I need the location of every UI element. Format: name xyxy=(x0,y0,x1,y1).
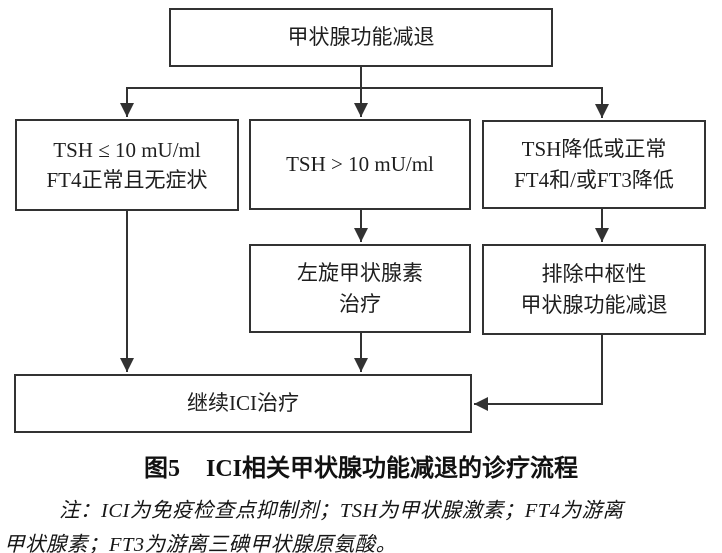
node-text-line: TSH ≤ 10 mU/ml xyxy=(53,137,201,162)
figure-notes: 注：ICI为免疫检查点抑制剂；TSH为甲状腺激素；FT4为游离 甲状腺素；FT3… xyxy=(4,494,718,553)
node-text-line: 甲状腺功能减退 xyxy=(287,25,435,50)
figure-caption-title: ICI相关甲状腺功能减退的诊疗流程 xyxy=(205,456,578,482)
node-text-line: 治疗 xyxy=(339,291,381,316)
node-text-line: 继续ICI治疗 xyxy=(187,391,299,416)
node-exclude-central-hypothyroidism: 排除中枢性 甲状腺功能减退 xyxy=(482,244,706,335)
node-tsh-le-10: TSH ≤ 10 mU/ml FT4正常且无症状 xyxy=(15,119,239,211)
node-text-line: 左旋甲状腺素 xyxy=(297,261,423,286)
figure-caption: 图5 ICI相关甲状腺功能减退的诊疗流程 xyxy=(0,452,722,486)
node-text-line: TSH降低或正常 xyxy=(521,137,667,162)
node-text-line: FT4和/或FT3降低 xyxy=(514,167,674,192)
edge-exclude-to-continue xyxy=(474,335,603,411)
figure-note-line2: 甲状腺素；FT3为游离三碘甲状腺原氨酸。 xyxy=(4,534,397,553)
node-continue-ici-treatment: 继续ICI治疗 xyxy=(14,374,472,433)
node-tsh-gt-10: TSH > 10 mU/ml xyxy=(249,119,471,210)
node-tsh-low-or-normal: TSH降低或正常 FT4和/或FT3降低 xyxy=(482,120,706,209)
node-levothyroxine-treatment: 左旋甲状腺素 治疗 xyxy=(249,244,471,333)
node-text-line: TSH > 10 mU/ml xyxy=(286,152,434,177)
node-text-line: FT4正常且无症状 xyxy=(46,168,208,192)
figure-note-line1: 注：ICI为免疫检查点抑制剂；TSH为甲状腺激素；FT4为游离 xyxy=(59,500,624,522)
figure-caption-label: 图5 xyxy=(143,456,180,482)
node-text-line: 甲状腺功能减退 xyxy=(520,292,668,317)
node-text-line: 排除中枢性 xyxy=(541,262,647,287)
node-hypothyroidism: 甲状腺功能减退 xyxy=(169,8,553,67)
